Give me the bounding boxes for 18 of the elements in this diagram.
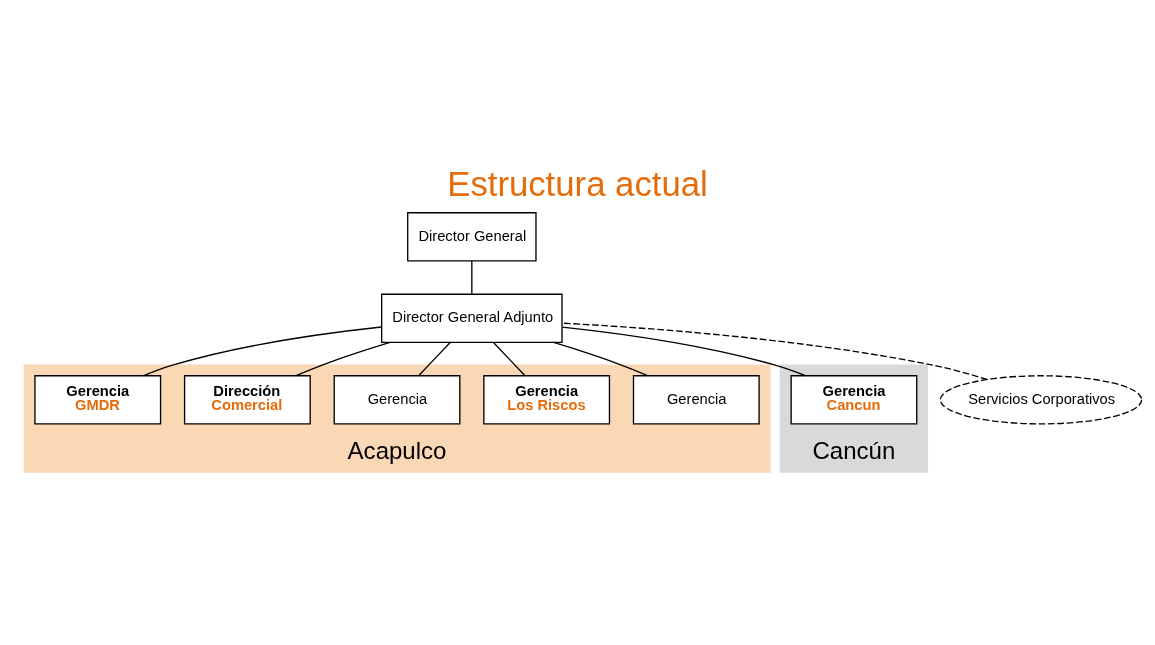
connector — [295, 341, 391, 376]
node-box: Gerencia — [333, 374, 461, 425]
node-box: Gerencia — [632, 374, 760, 425]
node-box: Director General — [407, 211, 537, 262]
connector — [492, 341, 526, 376]
connector — [418, 341, 451, 376]
connector — [561, 326, 807, 376]
node-box: Gerencia Los Riscos — [483, 374, 611, 425]
node-box: Gerencia Cancun — [790, 374, 918, 425]
connector — [143, 325, 383, 376]
diagram-title: Estructura actual — [447, 164, 708, 203]
connector — [552, 341, 649, 376]
node-box: Gerencia GMDR — [34, 374, 162, 425]
connector — [561, 322, 988, 380]
node-ellipse: Servicios Corporativos — [939, 374, 1143, 425]
connector — [471, 259, 473, 295]
node-box: Dirección Comercial — [183, 374, 311, 425]
node-box: Director General Adjunto — [381, 293, 563, 343]
